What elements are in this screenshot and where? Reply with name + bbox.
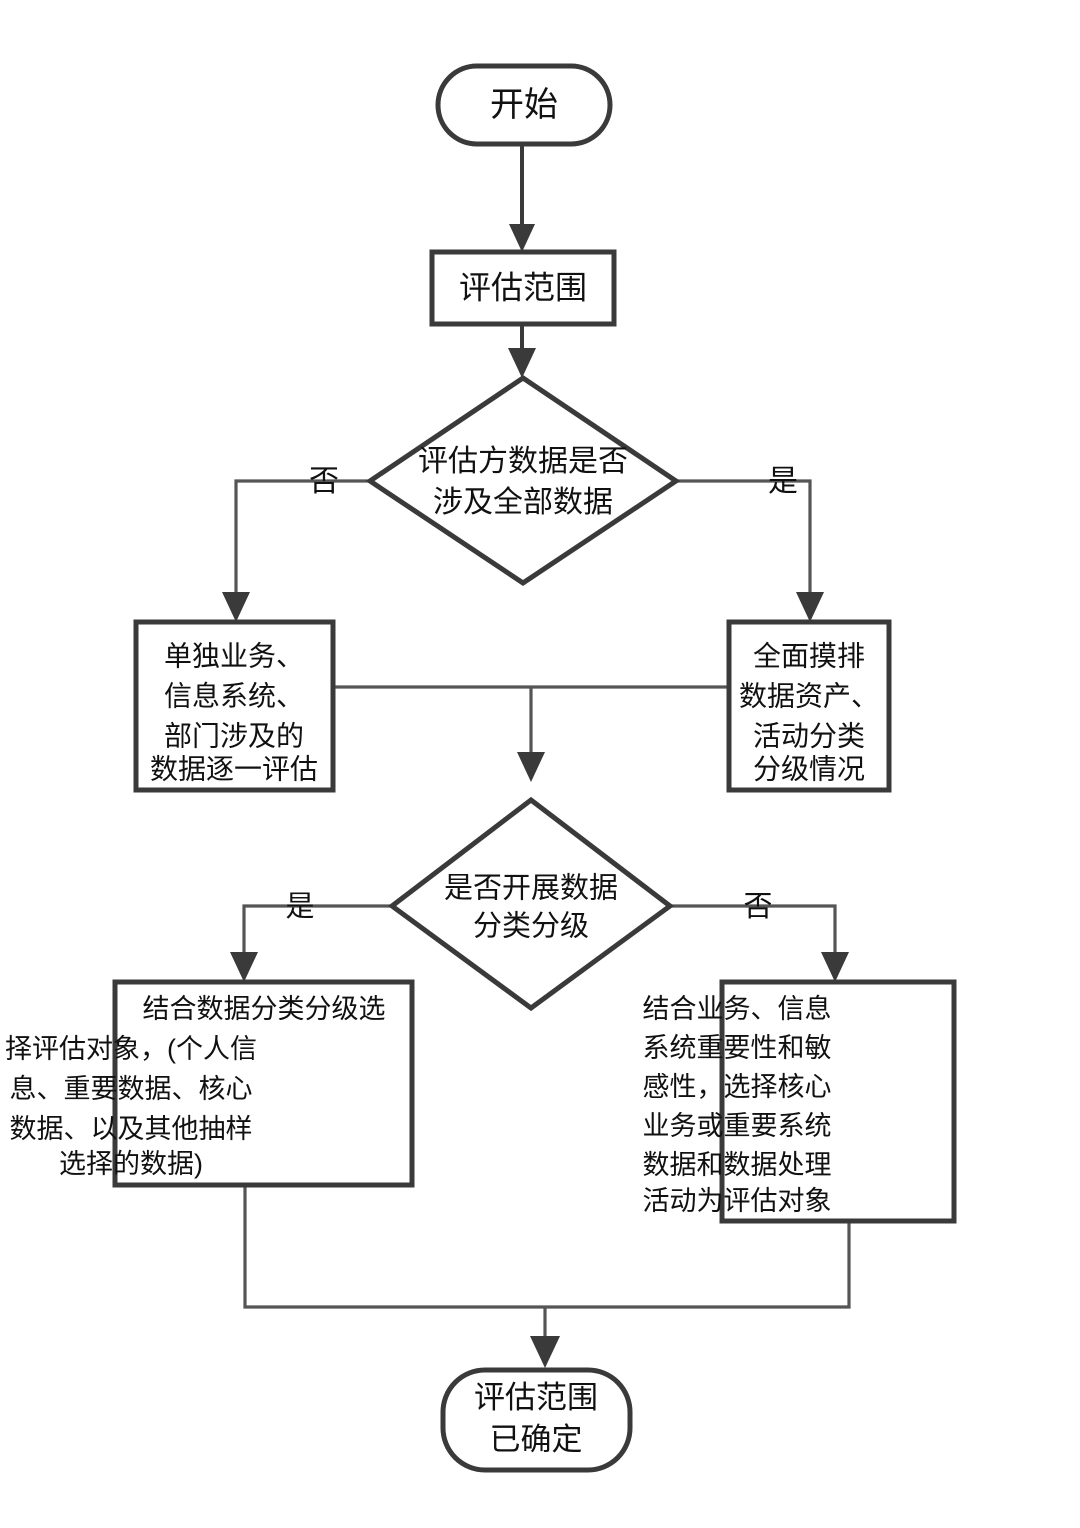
node-decision-classification-line-1: 是否开展数据	[444, 872, 618, 905]
node-scope-label: 评估范围	[459, 269, 587, 305]
edge-merge-to-end	[243, 1186, 851, 1368]
node-by-importance-line-5: 数据和数据处理	[643, 1150, 832, 1180]
edge-scope-to-decision-all-data	[508, 324, 536, 378]
node-by-classification[interactable]: 结合数据分类分级选 择评估对象，(个人信 息、重要数据、核心 数据、以及其他抽样…	[5, 979, 415, 1188]
node-decision-classification[interactable]: 是否开展数据 分类分级	[387, 796, 675, 1012]
node-end[interactable]: 评估范围 已确定	[440, 1367, 633, 1473]
node-by-importance-line-6: 活动为评估对象	[643, 1186, 832, 1216]
node-by-importance[interactable]: 结合业务、信息 系统重要性和敏 感性，选择核心 业务或重要系统 数据和数据处理 …	[643, 979, 957, 1224]
edge-label-classification-no: 否	[743, 891, 772, 923]
node-decision-all-data-line-1: 评估方数据是否	[418, 445, 628, 478]
node-end-line-1: 评估范围	[474, 1380, 598, 1415]
node-individual-assessment-line-2: 信息系统、	[164, 680, 304, 711]
node-by-importance-line-2: 系统重要性和敏	[643, 1033, 832, 1063]
edge-start-to-scope	[509, 144, 535, 252]
node-full-survey-line-4: 分级情况	[753, 753, 865, 784]
node-by-importance-line-3: 感性，选择核心	[643, 1072, 832, 1102]
node-by-classification-line-4: 数据、以及其他抽样	[10, 1114, 253, 1144]
node-full-survey-line-3: 活动分类	[753, 720, 865, 751]
node-by-classification-line-1: 结合数据分类分级选	[143, 994, 386, 1024]
node-scope[interactable]: 评估范围	[429, 249, 617, 327]
edge-label-all-data-no: 否	[309, 465, 339, 498]
edge-decision-all-data-no	[222, 479, 370, 622]
node-by-classification-line-2: 择评估对象，(个人信	[5, 1034, 257, 1064]
node-individual-assessment[interactable]: 单独业务、 信息系统、 部门涉及的 数据逐一评估	[133, 619, 336, 793]
node-individual-assessment-line-1: 单独业务、	[164, 640, 304, 671]
node-by-importance-line-1: 结合业务、信息	[643, 994, 832, 1024]
node-decision-all-data[interactable]: 评估方数据是否 涉及全部数据	[365, 374, 681, 587]
node-by-importance-line-4: 业务或重要系统	[643, 1111, 832, 1141]
node-by-classification-line-5: 选择的数据)	[59, 1149, 203, 1179]
node-start-label: 开始	[490, 86, 558, 124]
node-full-survey-line-2: 数据资产、	[739, 680, 879, 711]
node-decision-classification-line-2: 分类分级	[473, 910, 589, 943]
edge-label-classification-yes: 是	[285, 891, 314, 923]
edge-merge-to-decision-classification	[333, 685, 729, 782]
node-start[interactable]: 开始	[435, 63, 613, 147]
node-individual-assessment-line-4: 数据逐一评估	[150, 753, 318, 784]
node-full-survey-line-1: 全面摸排	[753, 640, 865, 671]
node-end-line-2: 已确定	[490, 1422, 583, 1457]
node-full-survey[interactable]: 全面摸排 数据资产、 活动分类 分级情况	[726, 619, 892, 793]
node-individual-assessment-line-3: 部门涉及的	[164, 720, 304, 751]
node-decision-all-data-line-2: 涉及全部数据	[433, 486, 613, 519]
edge-decision-classification-no	[670, 904, 849, 982]
edge-label-all-data-yes: 是	[768, 465, 798, 498]
node-by-classification-line-3: 息、重要数据、核心	[10, 1074, 253, 1104]
edge-decision-classification-yes	[230, 904, 392, 982]
edge-decision-all-data-yes	[676, 479, 824, 622]
